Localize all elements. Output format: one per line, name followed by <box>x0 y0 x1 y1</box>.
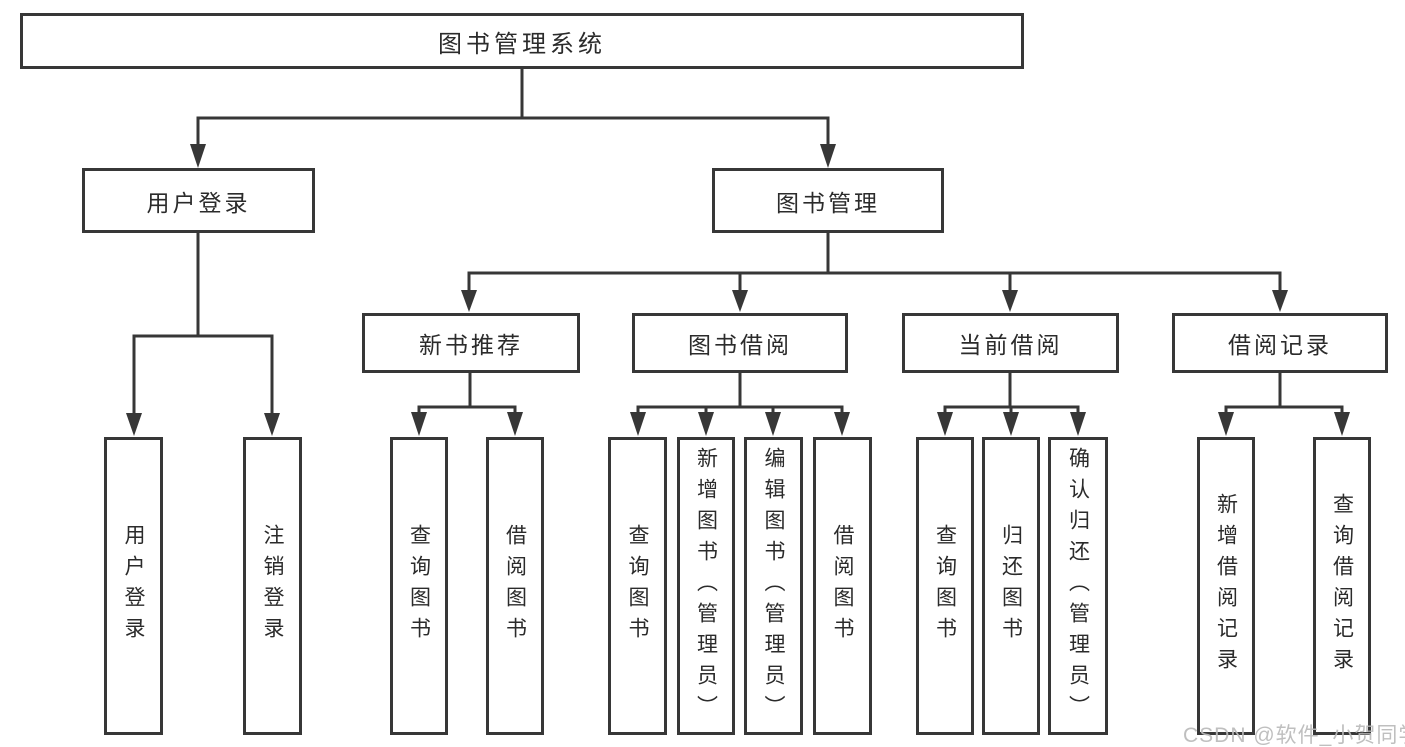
node-borrowing-records: 借阅记录 <box>1172 313 1388 373</box>
leaf-br-add-record: 新增借阅记录 <box>1197 437 1255 735</box>
leaf-nbr-query-books: 查询图书 <box>390 437 448 735</box>
leaf-cb-query-books: 查询图书 <box>916 437 974 735</box>
leaf-bb-edit-books-admin: 编辑图书（管理员） <box>744 437 803 735</box>
leaf-bb-add-books-admin: 新增图书（管理员） <box>677 437 735 735</box>
leaf-bb-borrow-books: 借阅图书 <box>813 437 872 735</box>
leaf-cb-return-books: 归还图书 <box>982 437 1040 735</box>
leaf-br-query-record: 查询借阅记录 <box>1313 437 1371 735</box>
csdn-watermark: CSDN @软件_小贺同学 <box>1183 724 1405 747</box>
node-book-borrowing: 图书借阅 <box>632 313 848 373</box>
leaf-logout: 注销登录 <box>243 437 302 735</box>
node-book-management: 图书管理 <box>712 168 944 233</box>
node-root: 图书管理系统 <box>20 13 1024 69</box>
leaf-bb-query-books: 查询图书 <box>608 437 667 735</box>
node-new-book-recommend: 新书推荐 <box>362 313 580 373</box>
node-user-login: 用户登录 <box>82 168 315 233</box>
leaf-nbr-borrow-books: 借阅图书 <box>486 437 544 735</box>
node-current-borrowing: 当前借阅 <box>902 313 1119 373</box>
leaf-cb-confirm-return-admin: 确认归还（管理员） <box>1048 437 1108 735</box>
leaf-user-login: 用户登录 <box>104 437 163 735</box>
